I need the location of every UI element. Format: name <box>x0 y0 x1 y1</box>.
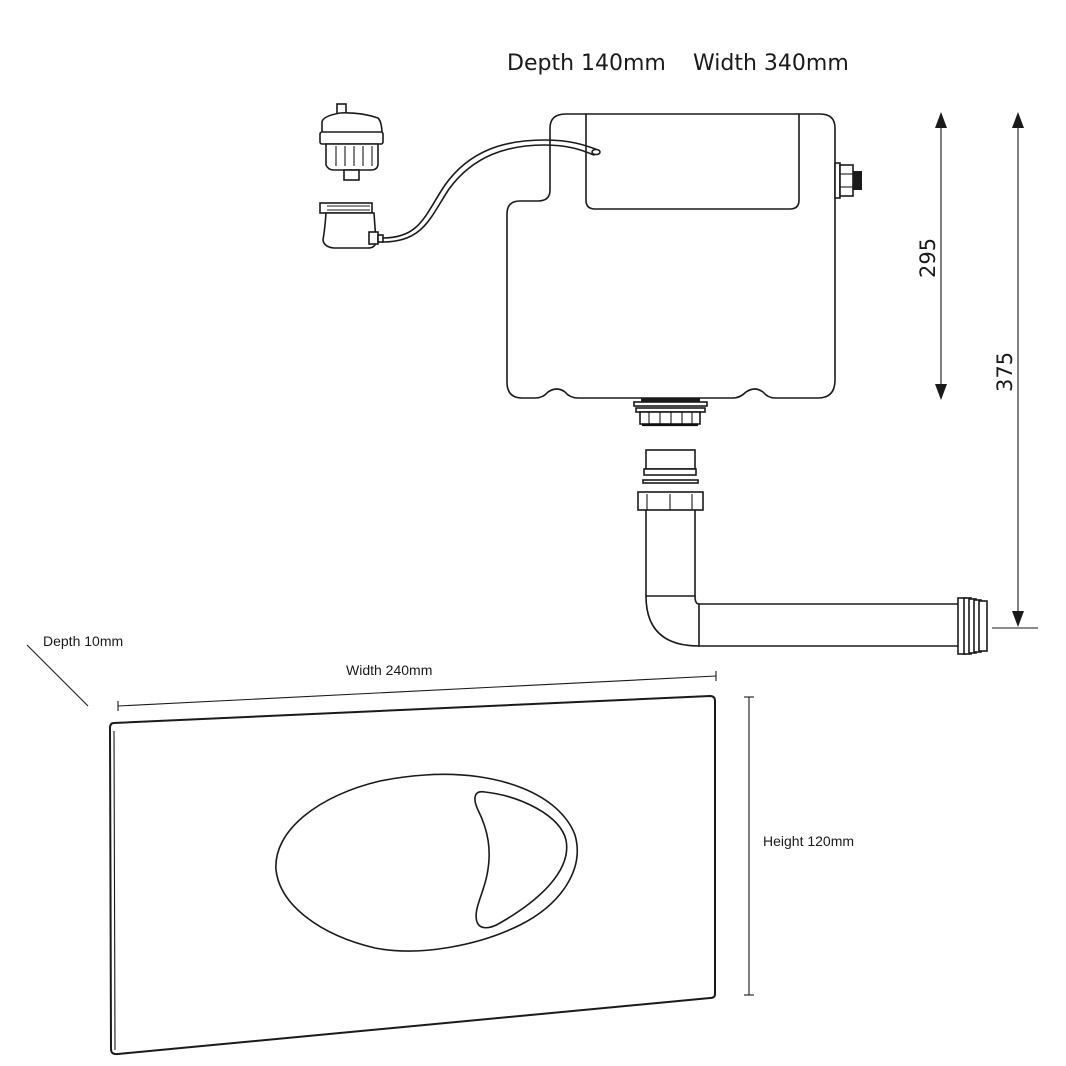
plate-height-label: Height 120mm <box>763 833 854 849</box>
plate-depth-label: Depth 10mm <box>43 633 123 649</box>
flush-button <box>275 773 578 952</box>
air-hose <box>382 139 599 239</box>
plate-height-dimension <box>744 696 754 996</box>
pneumatic-actuator <box>319 202 384 249</box>
cistern-width-label: Width 340mm <box>693 51 849 76</box>
inlet-valve-connector <box>834 162 862 199</box>
plate-depth-leader <box>26 644 89 707</box>
plate-width-label: Width 240mm <box>346 662 432 678</box>
plate-width-dimension <box>117 671 717 711</box>
dimension-375-label: 375 <box>993 352 1017 392</box>
flush-plate <box>109 695 716 1056</box>
dimension-295-label: 295 <box>916 238 940 278</box>
dimension-375: 375 <box>992 112 1038 629</box>
flush-pipe <box>637 449 988 655</box>
concealed-cistern <box>506 113 836 399</box>
pneumatic-button-cap <box>319 103 384 181</box>
cistern-outlet-nut <box>633 398 708 427</box>
cistern-depth-label: Depth 140mm <box>507 51 666 76</box>
dimension-295: 295 <box>916 112 947 400</box>
